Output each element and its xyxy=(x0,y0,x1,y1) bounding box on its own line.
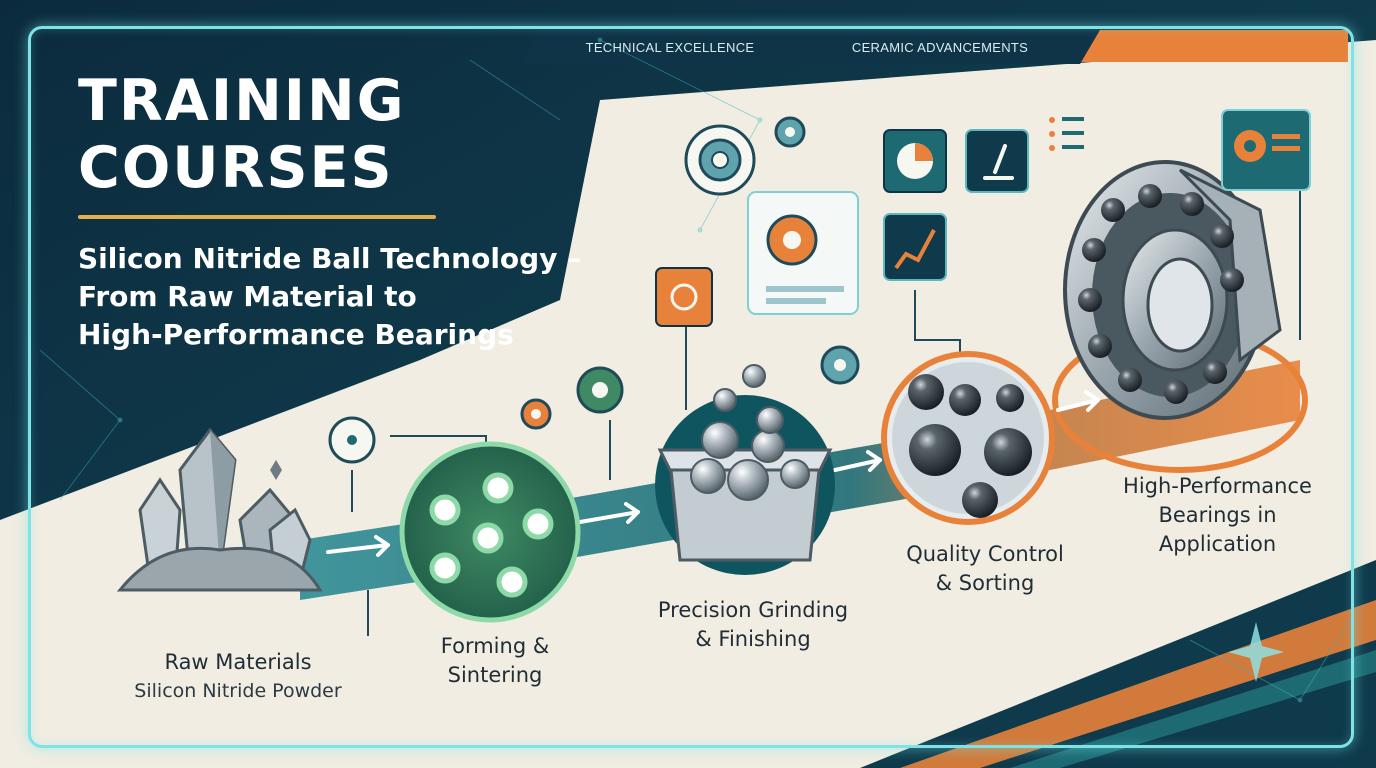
gear-icon xyxy=(576,366,624,414)
gear-icon xyxy=(684,124,756,196)
bar-chart-icon xyxy=(883,213,947,281)
stage-title: Forming & xyxy=(440,634,550,658)
stage-label-forming: Forming & Sintering xyxy=(400,632,590,690)
tool-icon xyxy=(655,267,713,327)
grinding-container xyxy=(655,364,835,575)
subtitle-line-3: High-Performance Bearings xyxy=(78,318,514,351)
page-title: TRAINING COURSES xyxy=(78,68,406,202)
stage-title: Raw Materials xyxy=(164,650,312,674)
dashboard-panel-icon xyxy=(747,191,859,315)
stage-subtitle: Silicon Nitride Powder xyxy=(134,680,342,702)
sparkle-icon xyxy=(1228,622,1284,682)
gear-icon xyxy=(820,345,860,385)
banner-technical-excellence: TECHNICAL EXCELLENCE xyxy=(585,39,755,55)
gear-icon xyxy=(520,398,552,430)
page-subtitle: Silicon Nitride Ball Technology – From R… xyxy=(78,240,581,354)
forming-disc xyxy=(399,441,581,623)
stage-title-cont-2: Application xyxy=(1158,532,1277,556)
title-line-1: TRAINING xyxy=(78,68,406,134)
stage-title-cont: Bearings in xyxy=(1158,503,1277,527)
crystal-icon xyxy=(116,427,323,592)
title-line-2: COURSES xyxy=(78,135,394,201)
settings-panel-icon xyxy=(1221,109,1311,191)
stage-label-raw-materials: Raw Materials Silicon Nitride Powder xyxy=(108,648,368,706)
list-icon xyxy=(1049,117,1084,151)
subtitle-line-2: From Raw Material to xyxy=(78,280,417,313)
banner-ceramic-advancements: CERAMIC ADVANCEMENTS xyxy=(851,39,1029,55)
stage-title: High-Performance xyxy=(1123,474,1312,498)
title-underline xyxy=(78,215,436,219)
subtitle-line-1: Silicon Nitride Ball Technology – xyxy=(78,242,582,275)
stage-label-bearings: High-Performance Bearings in Application xyxy=(1095,472,1340,559)
stage-label-quality-control: Quality Control & Sorting xyxy=(880,540,1090,598)
gear-icon xyxy=(774,116,806,148)
stage-title: Quality Control xyxy=(906,542,1064,566)
microscope-icon xyxy=(965,129,1029,193)
stage-label-grinding: Precision Grinding & Finishing xyxy=(628,596,878,654)
quality-magnifier xyxy=(881,351,1055,525)
atom-icon xyxy=(328,416,376,464)
bearing-illustration xyxy=(1063,160,1282,420)
stage-title-cont: & Sorting xyxy=(935,571,1035,595)
stage-title-cont: & Finishing xyxy=(695,627,811,651)
stage-title-cont: Sintering xyxy=(447,663,543,687)
stage-title: Precision Grinding xyxy=(657,598,849,622)
